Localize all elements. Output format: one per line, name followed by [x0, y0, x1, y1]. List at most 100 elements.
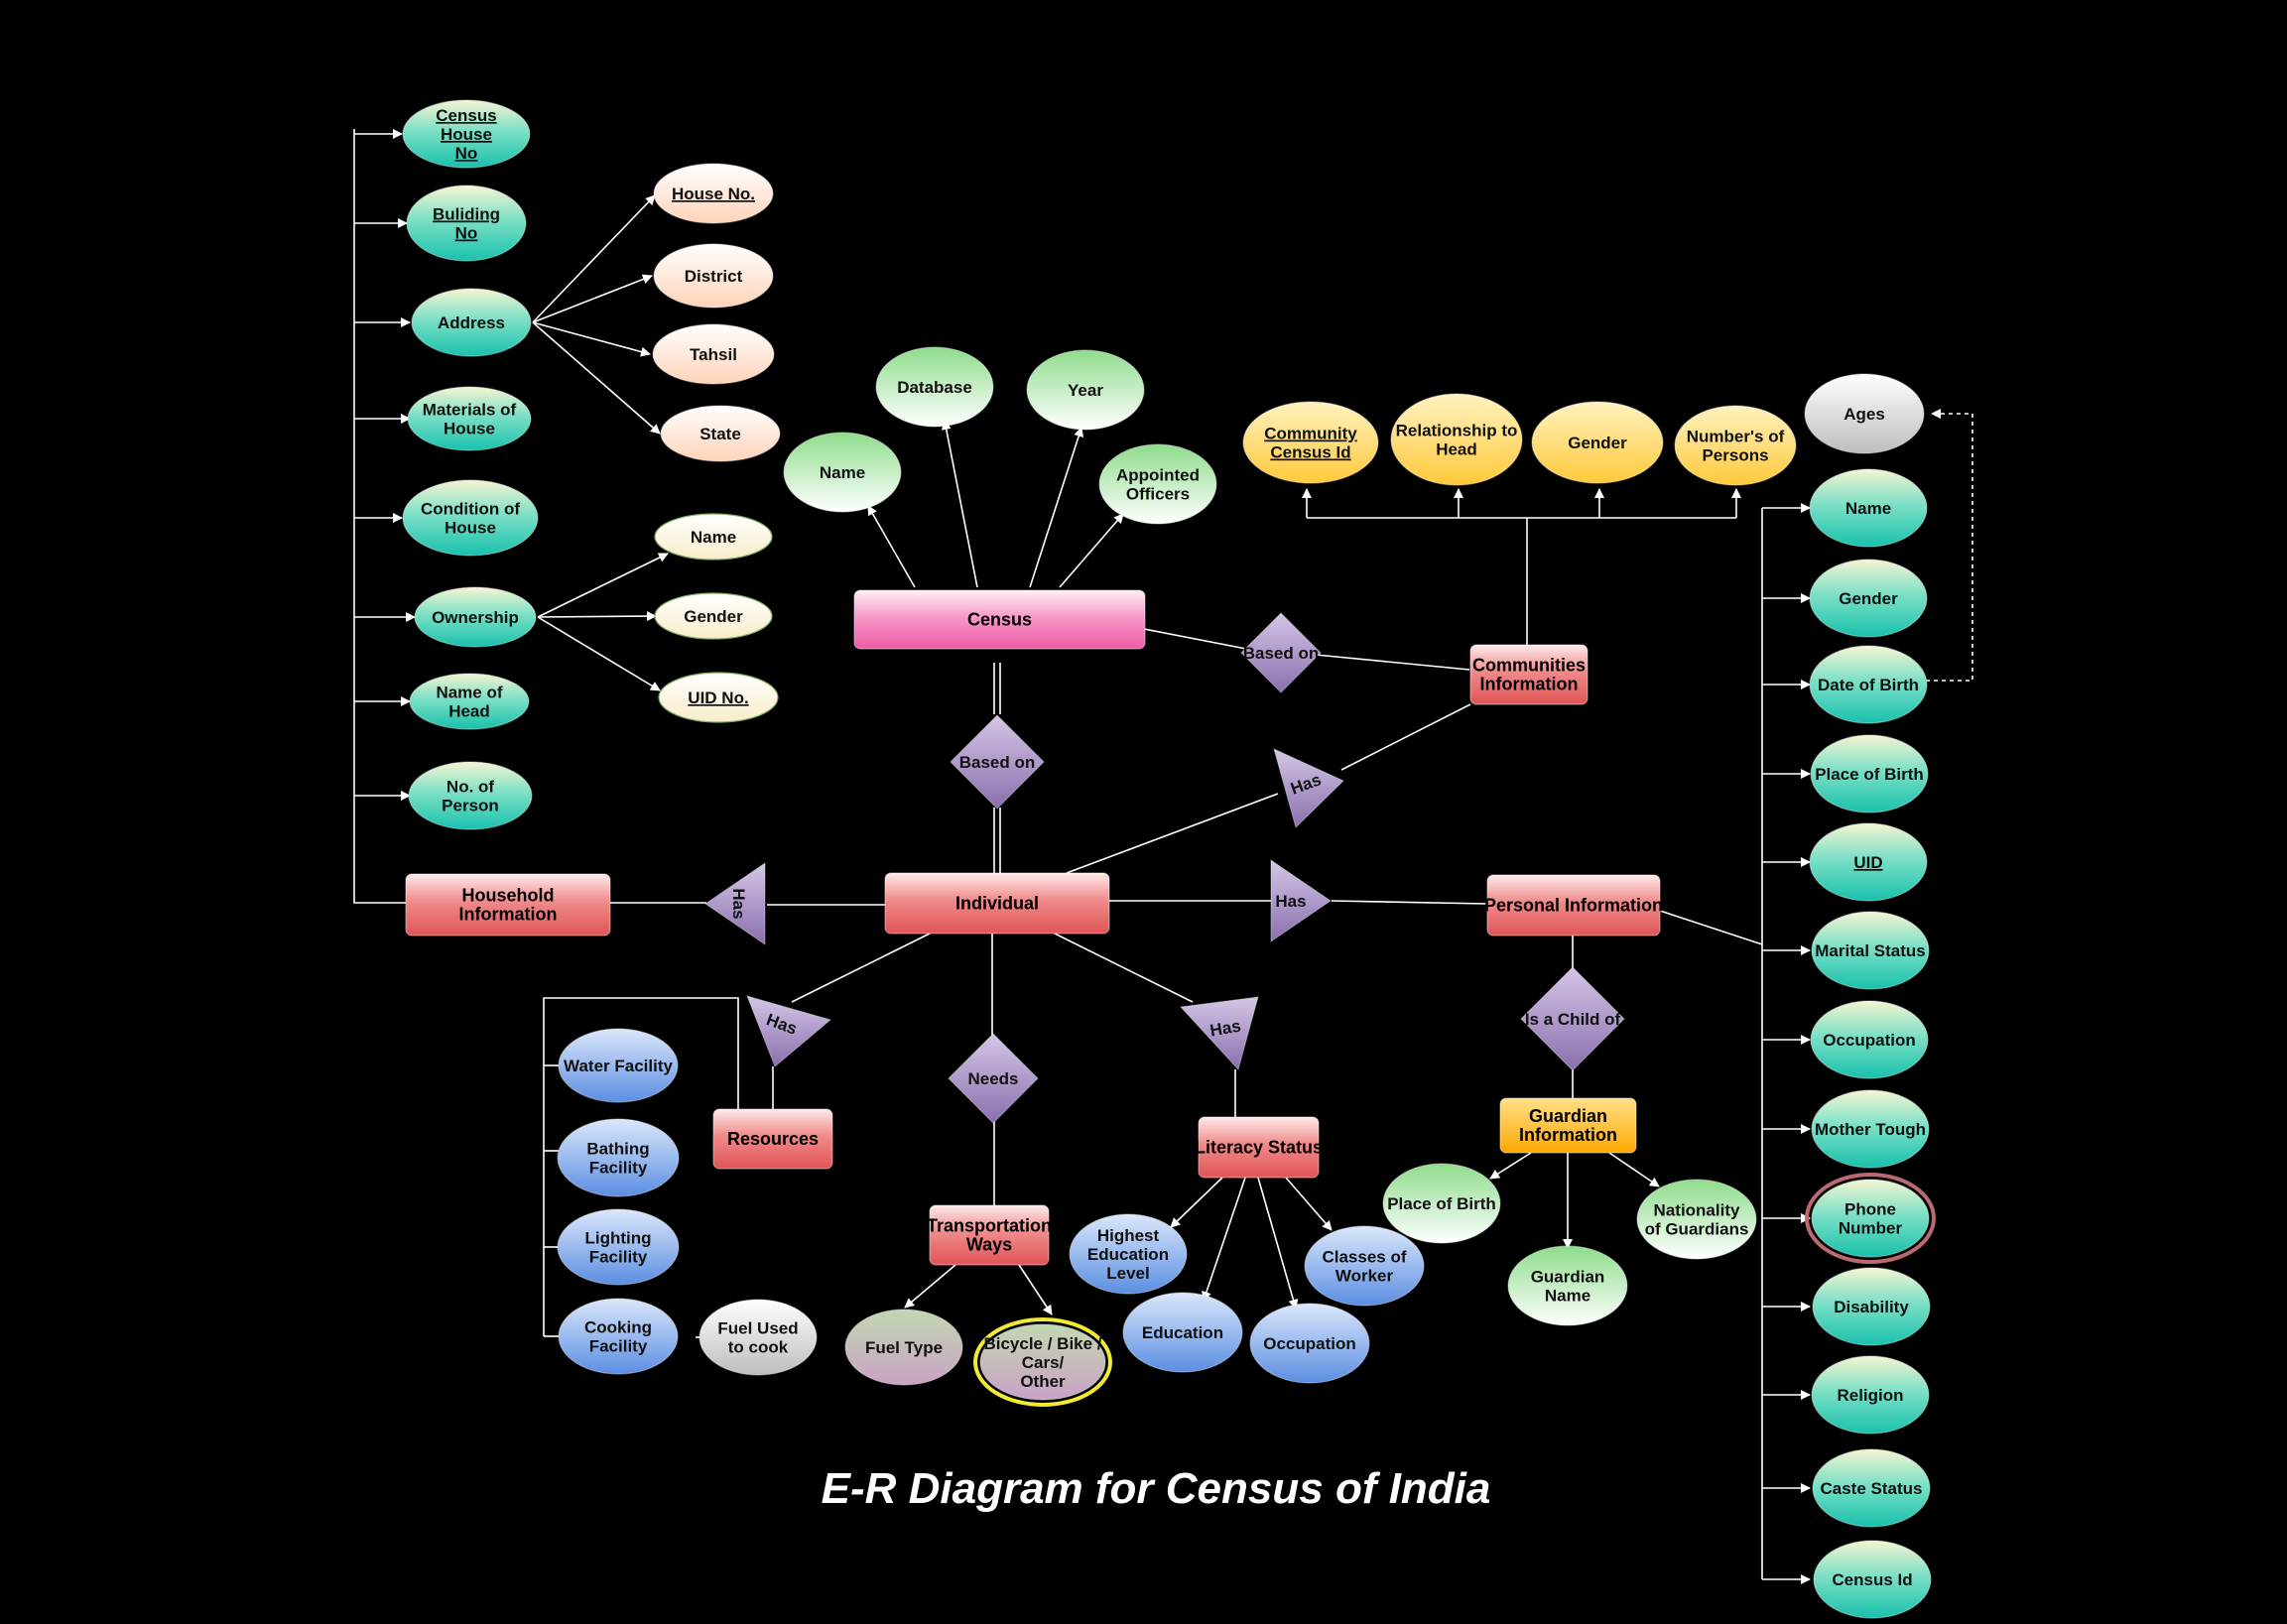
personal-attr-7[interactable]: Mother Tough [1811, 1089, 1930, 1169]
census-attr-0[interactable]: Name [783, 432, 902, 513]
address-attr-2[interactable]: Tahsil [652, 323, 775, 385]
rel-has-household[interactable]: Has [704, 862, 766, 945]
personal-attr-9[interactable]: Disability [1812, 1267, 1931, 1346]
rel-has-household-shape [704, 862, 766, 945]
label-text: Gender [1839, 589, 1898, 608]
entity-census[interactable]: Census [853, 589, 1146, 650]
label-text: Based on [959, 753, 1036, 772]
entity-personal[interactable]: Personal Information [1484, 874, 1663, 937]
label-text: House [441, 125, 492, 144]
rel-has-communities-shape [1273, 748, 1344, 828]
personal-attr-0[interactable]: Name [1809, 468, 1928, 548]
label-text: Education [1142, 1323, 1223, 1342]
ownership-attr-0[interactable]: Name [654, 513, 773, 561]
household-attr-0-shape [402, 99, 531, 169]
address-attr-3[interactable]: State [660, 405, 781, 462]
has-communities-line [1340, 703, 1471, 771]
label-text: Officers [1126, 485, 1190, 504]
personal-attr-12[interactable]: Census Id [1813, 1540, 1932, 1619]
household-attr-5[interactable]: Ownership [414, 586, 537, 648]
guardian-attr-0[interactable]: Place of Birth [1382, 1163, 1501, 1244]
community-attr-2[interactable]: Gender [1531, 401, 1664, 484]
ownership-arrow [537, 553, 669, 618]
personal-attr-10[interactable]: Religion [1811, 1355, 1930, 1435]
rel-has-resources[interactable]: Has [746, 995, 832, 1067]
label-text: Ages [1843, 405, 1885, 424]
label-text: State [699, 425, 741, 443]
label-text: Head [1436, 440, 1477, 459]
personal-attr-2[interactable]: Date of Birth [1809, 645, 1928, 724]
rel-is-a-child-of[interactable]: Is a Child of [1520, 966, 1625, 1071]
household-attr-2[interactable]: Address [411, 288, 532, 357]
rel-census-based-on[interactable]: Based on [950, 714, 1045, 810]
rel-needs-shape [948, 1033, 1039, 1124]
transport-attr-0-shape [844, 1309, 963, 1386]
entity-resources[interactable]: Resources [712, 1108, 833, 1170]
census-attr-1[interactable]: Database [875, 346, 994, 428]
rel-communities-based-on[interactable]: Based on [1240, 612, 1322, 693]
ages-attr[interactable]: Ages [1804, 373, 1925, 454]
personal-attr-5[interactable]: Marital Status [1811, 911, 1930, 990]
label-text: House No. [672, 185, 755, 203]
personal-attr-1[interactable]: Gender [1809, 559, 1928, 638]
personal-attr-6[interactable]: Occupation [1810, 1000, 1929, 1079]
personal-attr-4[interactable]: UID [1809, 822, 1928, 902]
ownership-attr-1[interactable]: Gender [654, 592, 773, 640]
personal-attr-11[interactable]: Caste Status [1812, 1448, 1931, 1528]
address-attr-1[interactable]: District [653, 243, 774, 309]
rel-has-personal[interactable]: Has [1270, 859, 1332, 942]
label-text: Census [436, 106, 496, 125]
personal-attr-3[interactable]: Place of Birth [1810, 734, 1929, 813]
entity-transport-shape [929, 1204, 1050, 1266]
entity-literacy[interactable]: Literacy Status [1195, 1116, 1323, 1179]
label-text: Ownership [432, 608, 519, 627]
label-text: Census [967, 610, 1032, 630]
address-attr-2-shape [652, 323, 775, 385]
ownership-attr-1-shape [654, 592, 773, 640]
rel-needs[interactable]: Needs [948, 1033, 1039, 1124]
label-text: Date of Birth [1818, 676, 1919, 694]
census-basedon2-line [1143, 628, 1247, 650]
label-text: Based on [1243, 644, 1320, 663]
personal-attr-1-shape [1809, 559, 1928, 638]
literacy-attr-2[interactable]: Occupation [1249, 1303, 1370, 1384]
census-attr-2[interactable]: Year [1026, 349, 1145, 431]
label-text: Occupation [1263, 1334, 1356, 1353]
rel-has-literacy[interactable]: Has [1179, 996, 1259, 1071]
label-text: District [685, 267, 743, 286]
rel-has-communities[interactable]: Has [1273, 748, 1344, 828]
resource-attr-0[interactable]: Water Facility [558, 1028, 679, 1103]
entity-individual[interactable]: Individual [884, 872, 1110, 935]
transport-attr-0[interactable]: Fuel Type [844, 1309, 963, 1386]
transport-attr-1[interactable]: Bicycle / Bike /Cars/Other [973, 1317, 1112, 1407]
address-attr-0[interactable]: House No. [653, 163, 774, 224]
literacy-attr-1[interactable]: Education [1122, 1292, 1243, 1373]
resource-attr-1-shape [557, 1118, 680, 1197]
ownership-attr-2[interactable]: UID No. [658, 672, 779, 723]
guardian-nation-arrow [1608, 1152, 1660, 1187]
literacy-attr-3-shape [1304, 1225, 1425, 1307]
